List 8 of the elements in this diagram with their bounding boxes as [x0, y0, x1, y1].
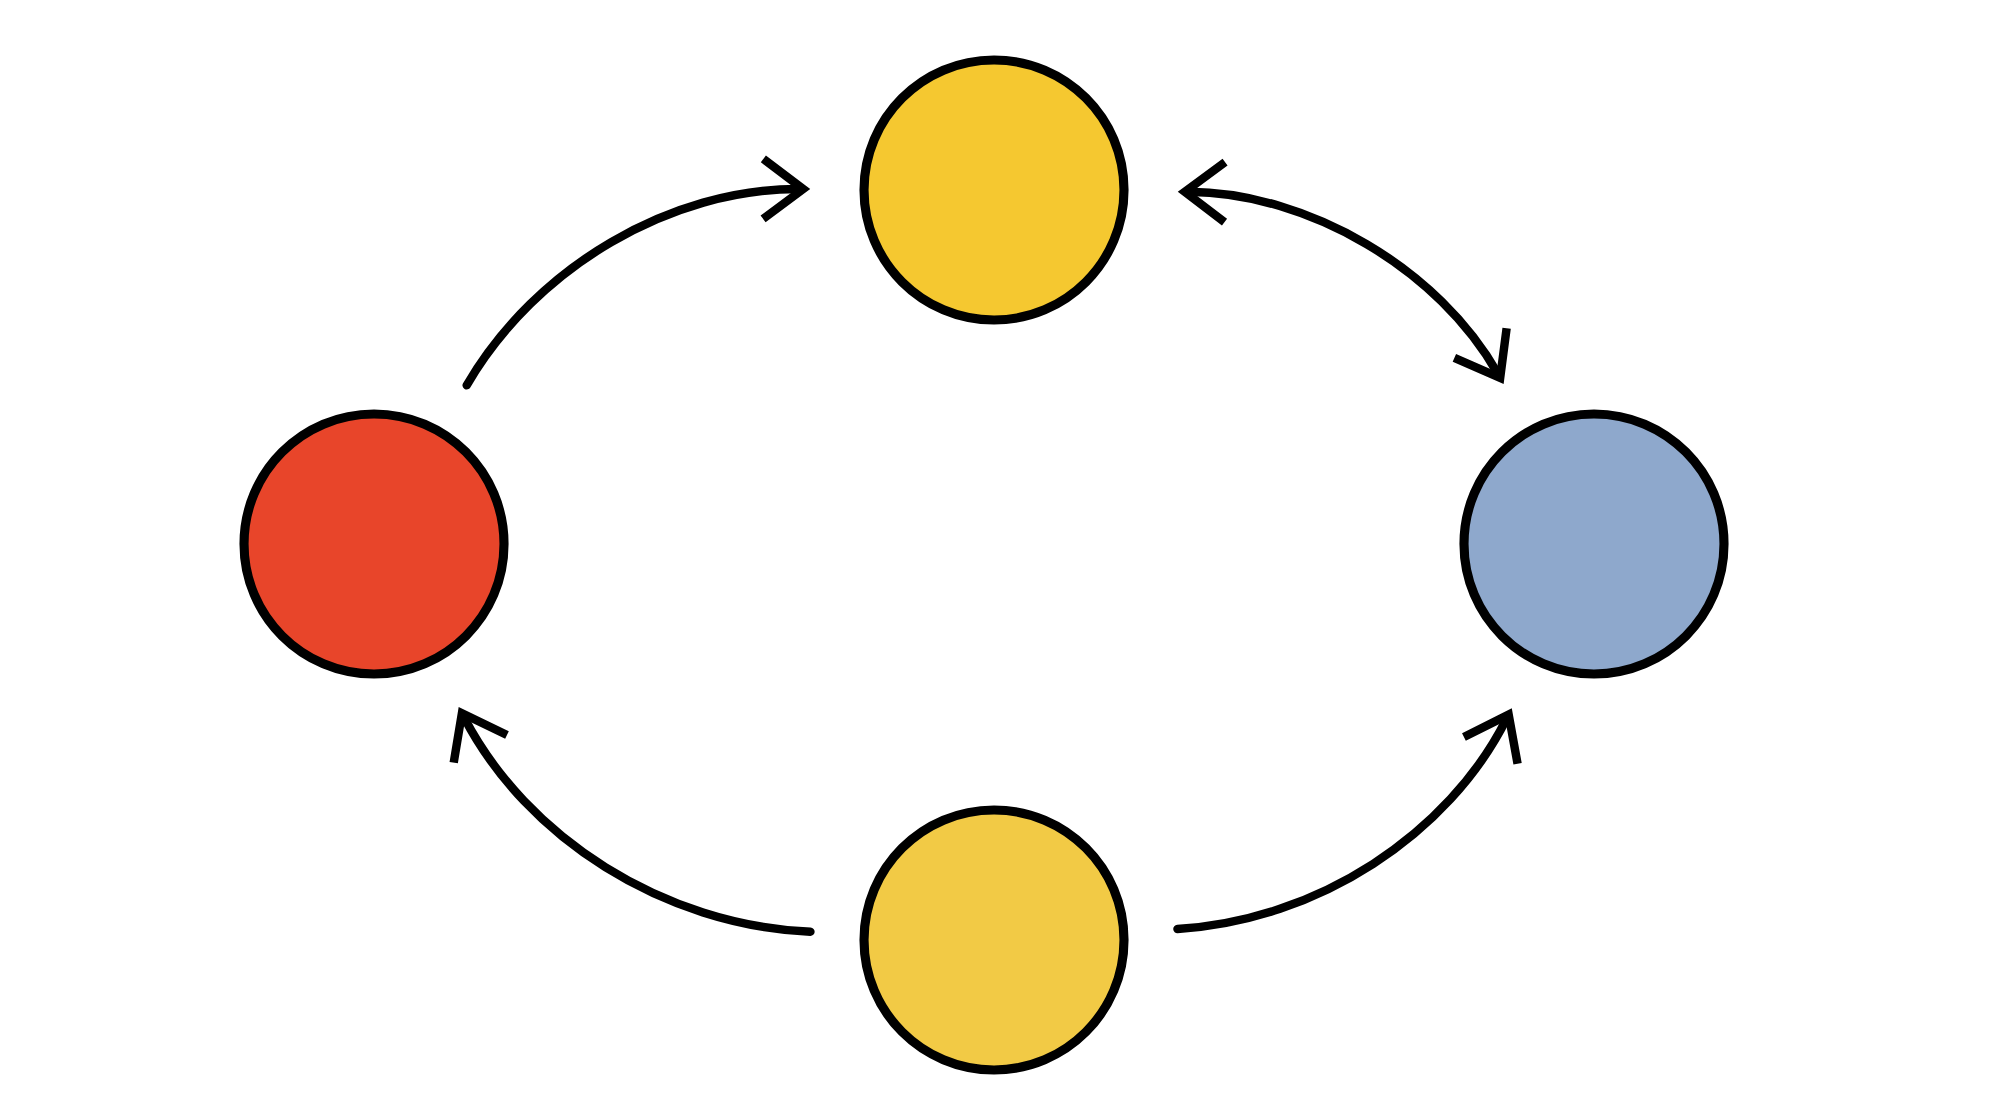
arrow [449, 707, 815, 936]
circle-node [859, 805, 1129, 1075]
arrow [1173, 708, 1522, 934]
circle-node [859, 55, 1129, 325]
arrow [462, 155, 811, 390]
arrow [1177, 158, 1511, 384]
circle-node [1459, 409, 1729, 679]
circle-node [239, 409, 509, 679]
